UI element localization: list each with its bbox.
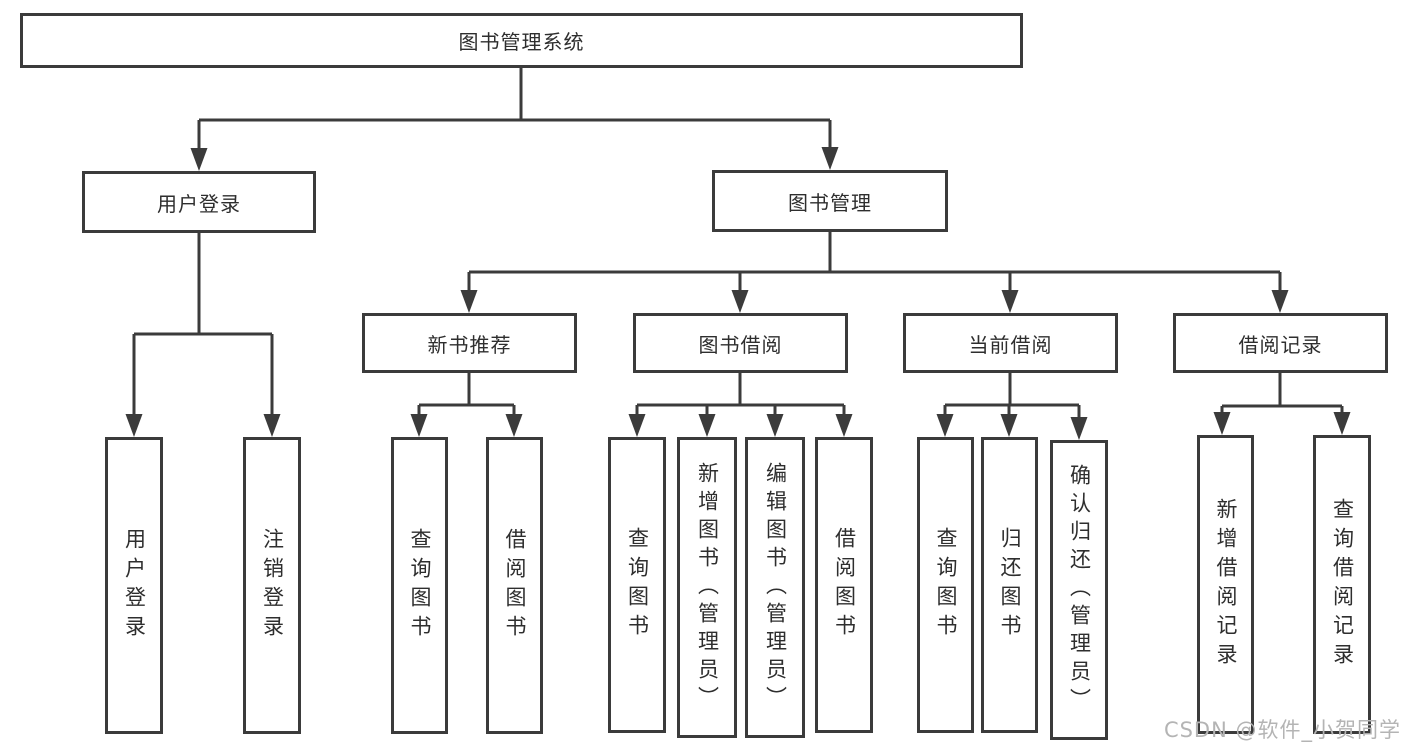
leaf-borrow-books: 借阅图书 bbox=[815, 437, 873, 733]
node-user-login-branch: 用户登录 bbox=[82, 171, 316, 233]
node-new-book-recommend: 新书推荐 bbox=[362, 313, 577, 373]
leaf-confirm-return-admin: 确认归还（管理员） bbox=[1050, 440, 1108, 740]
leaf-return-books: 归还图书 bbox=[981, 437, 1038, 733]
leaf-logout: 注销登录 bbox=[243, 437, 301, 734]
node-library-system: 图书管理系统 bbox=[20, 13, 1023, 68]
leaf-edit-books-admin: 编辑图书（管理员） bbox=[745, 437, 805, 738]
leaf-user-login: 用户登录 bbox=[105, 437, 163, 734]
leaf-borrowing-query-books: 查询图书 bbox=[608, 437, 666, 733]
leaf-recommend-borrow-books: 借阅图书 bbox=[486, 437, 543, 734]
leaf-query-borrow-record: 查询借阅记录 bbox=[1313, 435, 1371, 734]
node-book-borrowing: 图书借阅 bbox=[633, 313, 848, 373]
leaf-current-query-books: 查询图书 bbox=[917, 437, 974, 733]
node-borrowing-records: 借阅记录 bbox=[1173, 313, 1388, 373]
node-book-management: 图书管理 bbox=[712, 170, 948, 232]
leaf-add-books-admin: 新增图书（管理员） bbox=[677, 437, 737, 738]
watermark-text: CSDN @软件_小贺同学 bbox=[1163, 718, 1401, 742]
leaf-add-borrow-record: 新增借阅记录 bbox=[1197, 435, 1254, 734]
leaf-recommend-query-books: 查询图书 bbox=[391, 437, 448, 734]
node-current-borrowing: 当前借阅 bbox=[903, 313, 1118, 373]
